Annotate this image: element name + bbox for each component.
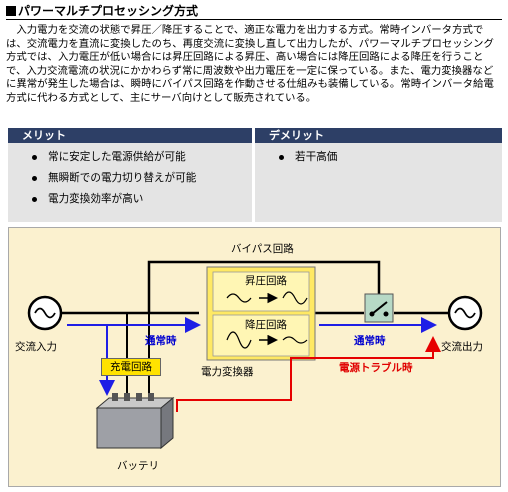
boost-circuit-label: 昇圧回路	[245, 275, 287, 287]
demerit-column: デメリット 若干高価	[255, 128, 502, 222]
section-heading: パワーマルチプロセッシング方式	[6, 3, 502, 20]
demerit-list: 若干高価	[255, 143, 502, 168]
section-title: パワーマルチプロセッシング方式	[18, 4, 199, 18]
merit-demerit-table: メリット 常に安定した電源供給が可能 無瞬断での電力切り替えが可能 電力変換効率…	[8, 128, 502, 222]
merit-item: 電力変換効率が高い	[32, 189, 252, 210]
battery-icon	[95, 393, 175, 450]
ac-output-label: 交流出力	[441, 341, 483, 353]
circuit-diagram: バイパス回路 昇圧回路 降圧回路 交流入力 交流出力 通常時 通常時 充電回路 …	[8, 227, 501, 487]
merit-item: 無瞬断での電力切り替えが可能	[32, 168, 252, 189]
bypass-label: バイパス回路	[231, 243, 294, 255]
battery-label: バッテリ	[117, 460, 159, 472]
bypass-line	[147, 260, 381, 313]
ac-input-source-icon	[27, 295, 63, 331]
circuit-diagram-drawing	[27, 260, 483, 450]
merit-header: メリット	[8, 128, 252, 143]
ac-output-source-icon	[447, 295, 483, 331]
merit-item: 常に安定した電源供給が可能	[32, 147, 252, 168]
merit-column: メリット 常に安定した電源供給が可能 無瞬断での電力切り替えが可能 電力変換効率…	[8, 128, 252, 222]
normal-in-label: 通常時	[145, 335, 177, 347]
ac-input-label: 交流入力	[15, 341, 57, 353]
merit-list: 常に安定した電源供給が可能 無瞬断での電力切り替えが可能 電力変換効率が高い	[8, 143, 252, 210]
power-converter-label: 電力変換器	[201, 366, 254, 378]
power-trouble-label: 電源トラブル時	[339, 362, 413, 374]
power-converter-box	[206, 266, 316, 361]
buck-circuit-label: 降圧回路	[245, 319, 287, 331]
demerit-item: 若干高価	[279, 147, 502, 168]
demerit-header: デメリット	[255, 128, 502, 143]
normal-out-label: 通常時	[354, 335, 386, 347]
trouble-flow-arrow	[176, 336, 441, 412]
intro-paragraph: 入力電力を交流の状態で昇圧／降圧することで、適正な電力を出力する方式。常時インバ…	[6, 24, 494, 104]
charge-circuit-label: 充電回路	[101, 358, 161, 376]
bypass-switch-icon	[364, 293, 394, 323]
square-bullet-icon	[6, 6, 16, 16]
battery-wires	[126, 313, 150, 398]
